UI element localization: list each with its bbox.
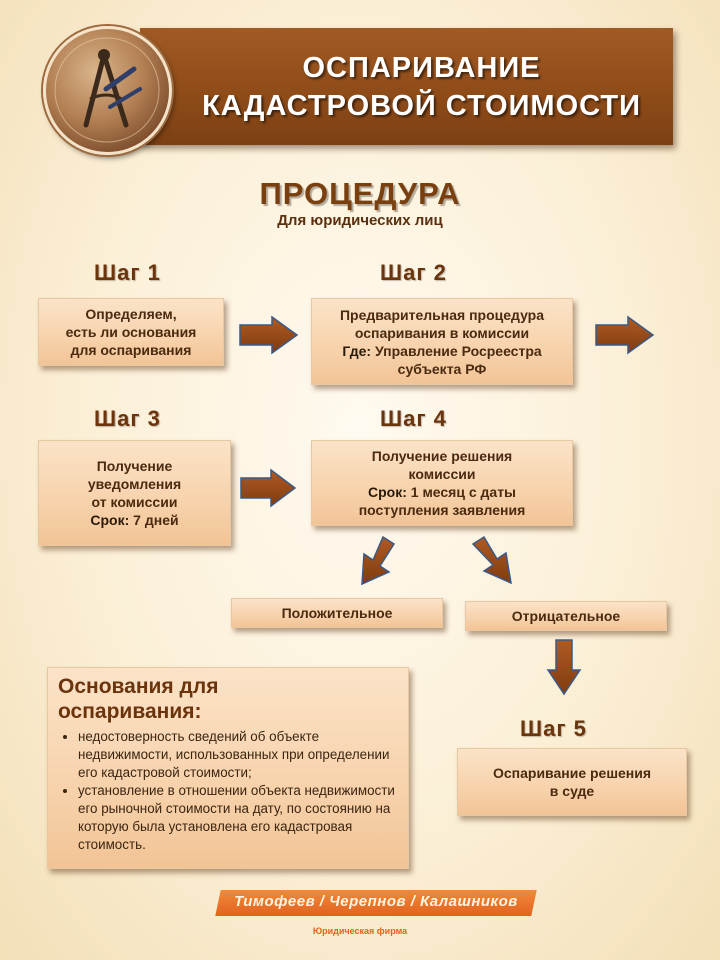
title-banner: ОСПАРИВАНИЕ КАДАСТРОВОЙ СТОИМОСТИ [140,28,673,145]
where-key: Где: [342,342,372,359]
term-key: Срок: [90,512,130,528]
step1-box: Определяем, есть ли основания для оспари… [38,298,224,366]
title-line-2: КАДАСТРОВОЙ СТОИМОСТИ [202,89,641,122]
procedure-title: ПРОЦЕДУРА [259,176,461,211]
step3-box: Получение уведомления от комиссии Срок: … [38,440,231,546]
step3-line: уведомления [87,476,182,492]
step4-label: Шаг 4 [380,406,447,431]
firm-subtitle: Юридическая фирма [312,926,408,936]
negative-outcome-box: Отрицательное [465,601,667,631]
step4-line: поступления заявления [358,502,526,518]
step4-term-line: Срок: 1 месяц с даты [368,483,516,501]
basis-title-line: оспаривания: [58,700,202,723]
step2-where-line: Где: Управление Росреестра [342,342,541,360]
step2-line: субъекта РФ [397,360,487,377]
step1-line: есть ли основания [65,324,197,340]
step2-label: Шаг 2 [380,260,447,285]
step1-line: для оспаривания [70,342,192,358]
step1-line: Определяем, [85,306,177,322]
step5-line: Оспаривание решения [492,765,652,781]
arrow-right-icon [595,315,655,355]
title-line-1: ОСПАРИВАНИЕ [302,51,541,84]
arrow-down-left-icon [361,535,396,586]
step4-box: Получение решения комиссии Срок: 1 месяц… [311,440,573,526]
arrow-right-icon [239,315,299,355]
compass-emblem-icon [43,26,172,155]
step4-line: Получение решения [371,448,513,464]
arrow-right-icon [240,468,297,508]
arrow-down-right-icon [471,535,512,585]
term-value: 1 месяц с даты [406,484,517,500]
firm-name: Тимофеев / Черепнов / Калашников [234,893,518,910]
step5-label: Шаг 5 [520,716,587,741]
basis-box: Основания для оспаривания: недостовернос… [47,667,409,869]
step3-label: Шаг 3 [94,406,161,431]
step2-line: оспаривания в комиссии [354,324,530,341]
step3-line: Получение [96,458,173,474]
basis-list: недостоверность сведений об объекте недв… [58,728,398,854]
step5-box: Оспаривание решения в суде [457,748,687,816]
step5-line: в суде [549,783,595,799]
term-key: Срок: [367,484,407,500]
step3-term-line: Срок: 7 дней [90,511,178,529]
step2-line: Предварительная процедура [339,306,545,323]
basis-list-item: недостоверность сведений об объекте недв… [78,728,398,782]
positive-outcome-label: Положительное [281,605,393,621]
step2-box: Предварительная процедура оспаривания в … [311,298,573,385]
positive-outcome-box: Положительное [231,598,443,628]
arrow-down-icon [546,639,582,696]
negative-outcome-label: Отрицательное [511,608,621,624]
term-value: 7 дней [129,512,179,528]
step1-label: Шаг 1 [94,260,161,285]
step4-line: комиссии [408,466,476,482]
basis-title-line: Основания для [58,675,219,698]
step3-line: от комиссии [91,494,178,510]
basis-list-item: установление в отношении объекта недвижи… [78,782,398,854]
where-value: Управление Росреестра [371,342,542,359]
procedure-subtitle: Для юридических лиц [277,212,443,229]
